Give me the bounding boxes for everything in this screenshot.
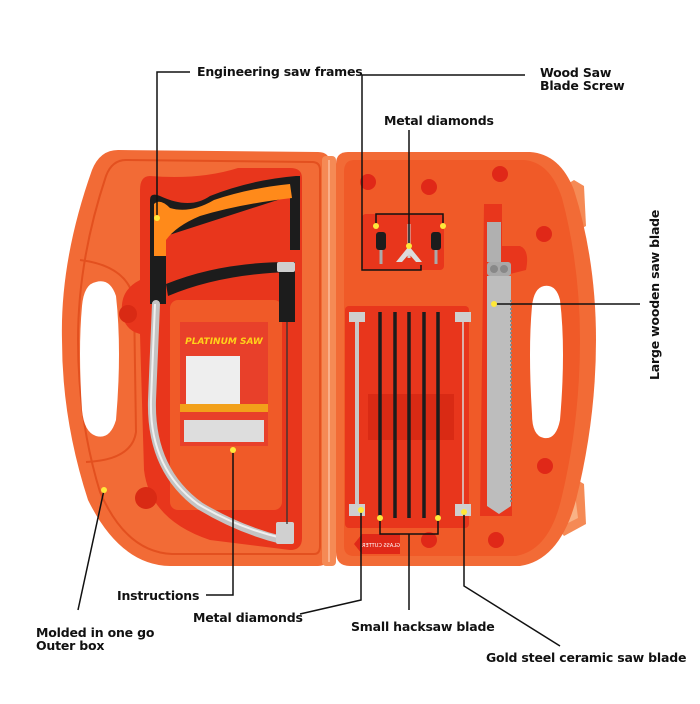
label-wood-screw: Wood Saw Blade Screw xyxy=(540,65,625,93)
callout-lines xyxy=(77,71,640,647)
label-instructions: Instructions xyxy=(117,588,200,603)
callout-dot xyxy=(373,223,379,229)
label-saw-frames: Engineering saw frames xyxy=(197,64,363,79)
instruction-card-band xyxy=(180,404,268,412)
callout-dots xyxy=(101,215,497,521)
instruction-card-footer xyxy=(184,420,264,442)
wooden-blade-body xyxy=(487,276,511,514)
label-small-hacksaw: Small hacksaw blade xyxy=(351,619,495,634)
callout-dot xyxy=(101,487,107,493)
callout-dot xyxy=(358,507,364,513)
callout-dot xyxy=(440,223,446,229)
callout-line-instructions xyxy=(206,450,234,596)
instruction-card-photo xyxy=(186,356,240,404)
saw-end-clamp xyxy=(276,522,294,544)
callout-dot xyxy=(377,515,383,521)
screw-right xyxy=(431,232,441,250)
label-wood-screw-line2: Blade Screw xyxy=(540,78,625,93)
peg xyxy=(421,179,437,195)
saw-right-post xyxy=(279,262,295,322)
label-large-wooden-blade: Large wooden saw blade xyxy=(647,209,662,380)
callout-line-metal-bottom xyxy=(299,510,362,615)
callout-line-saw-frames xyxy=(156,71,190,218)
large-wooden-blade xyxy=(487,222,512,514)
callout-line-gold-steel xyxy=(463,512,561,647)
label-outer-box-line2: Outer box xyxy=(36,638,105,653)
label-metal-diamonds-top: Metal diamonds xyxy=(384,113,494,128)
recess-peg-low xyxy=(135,487,157,509)
callout-line-wood-screw-b xyxy=(382,265,422,271)
clamp-screw xyxy=(490,265,498,273)
peg xyxy=(492,166,508,182)
callout-dot xyxy=(491,301,497,307)
callout-line-metal-top xyxy=(375,130,410,226)
clamp-screw xyxy=(500,265,508,273)
peg xyxy=(488,532,504,548)
case-right-handle-hole xyxy=(530,285,563,439)
label-gold-steel: Gold steel ceramic saw blade xyxy=(486,650,687,665)
case-right-half xyxy=(336,152,596,566)
peg xyxy=(536,226,552,242)
saw-tensioner xyxy=(277,262,295,272)
peg xyxy=(421,532,437,548)
diamond-blade-left-top xyxy=(349,312,365,322)
saw-handle-orange xyxy=(154,184,292,256)
label-wood-screw-line1: Wood Saw xyxy=(540,65,612,80)
saw-frame-top-bar xyxy=(150,176,300,290)
instruction-card: PLATINUM SAW xyxy=(180,322,268,446)
callout-dot xyxy=(154,215,160,221)
callout-dot xyxy=(406,243,412,249)
screw-left xyxy=(376,232,386,250)
glass-cutter-sticker-text: GLASS CUTTER xyxy=(362,543,400,549)
label-metal-diamonds-bottom: Metal diamonds xyxy=(193,610,303,625)
callout-line-metal-top-b xyxy=(409,213,444,226)
callout-line-outer-box xyxy=(77,489,105,611)
label-outer-box: Molded in one go Outer box xyxy=(36,626,154,652)
small-blades xyxy=(349,312,471,518)
callout-dot xyxy=(435,515,441,521)
hacksaw-frame xyxy=(147,176,300,544)
instruction-card-title: PLATINUM SAW xyxy=(185,337,264,347)
wooden-blade-head xyxy=(487,222,501,262)
case-left-rim xyxy=(76,158,321,555)
callout-dot xyxy=(461,509,467,515)
saw-steel-bow-shine xyxy=(149,303,283,539)
recess-peg xyxy=(119,305,137,323)
saw-frame-post xyxy=(150,256,166,304)
ceramic-blade-top xyxy=(455,312,471,322)
callout-dot xyxy=(230,447,236,453)
peg xyxy=(537,458,553,474)
peg xyxy=(360,174,376,190)
glass-cutter-sticker xyxy=(354,534,400,554)
saw-frame-grip xyxy=(166,262,290,296)
label-outer-box-line1: Molded in one go xyxy=(36,625,155,640)
callout-line-wood-screw xyxy=(361,74,525,271)
case-left-handle-grip xyxy=(79,259,138,463)
wing-nut xyxy=(396,246,422,262)
case-left-handle-hole xyxy=(80,281,119,437)
